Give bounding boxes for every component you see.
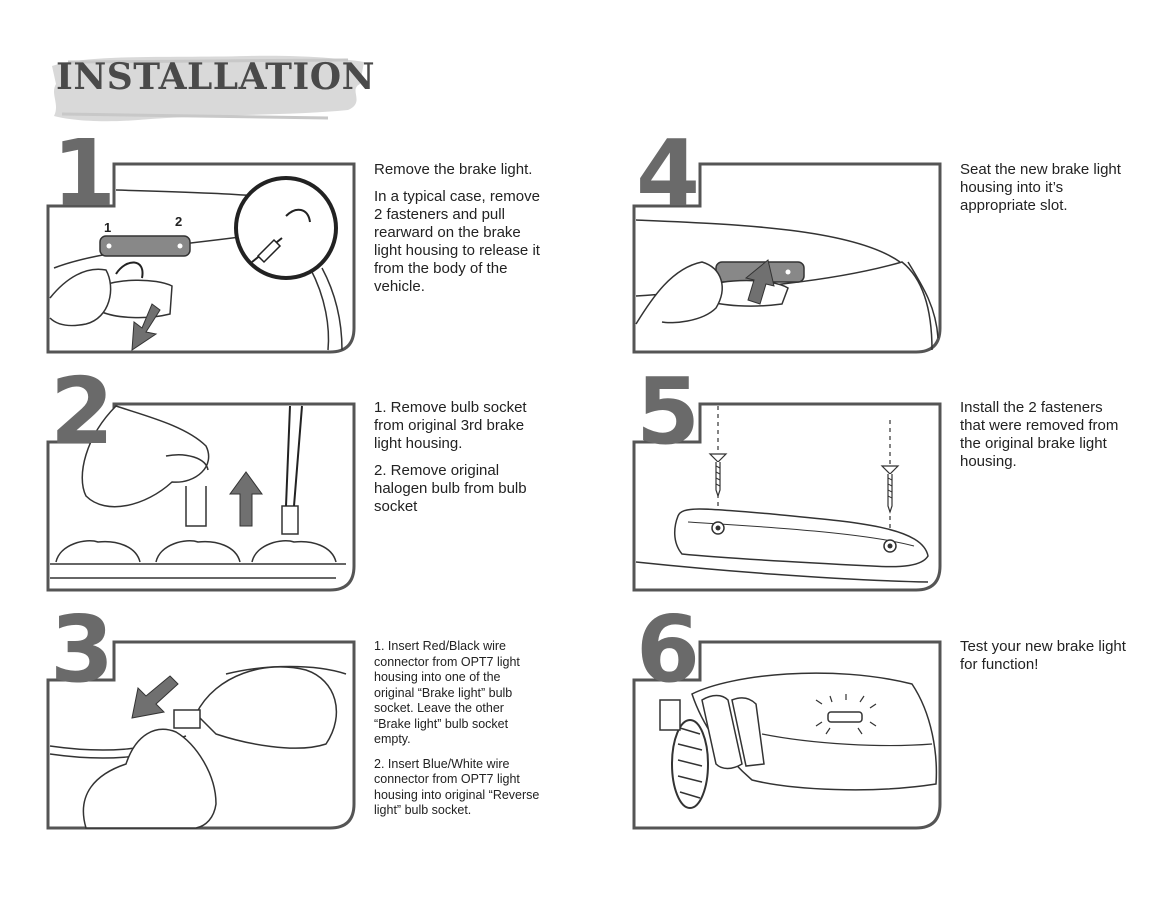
step-3-text: 1. Insert Red/Black wire connector from …: [374, 639, 542, 828]
step-5-frame: [632, 402, 942, 592]
step-4-illustration: 4: [632, 128, 942, 356]
step-2-text: 1. Remove bulb socket from original 3rd …: [374, 399, 549, 525]
step-4-frame: [632, 162, 942, 354]
step-3-illustration: 3: [46, 604, 356, 832]
step-1-illustration: 1 2 1: [46, 128, 356, 356]
step-4-paragraph: Seat the new brake light housing into it…: [960, 161, 1121, 214]
step-6-illustration: 6: [632, 604, 942, 832]
step-3-frame: [46, 640, 356, 830]
step-4-number: 4: [636, 120, 701, 227]
step-6-number: 6: [636, 596, 701, 703]
page-title: INSTALLATION: [56, 56, 375, 98]
step-1-frame: [46, 162, 356, 354]
title-banner: INSTALLATION: [48, 44, 374, 126]
step-2-paragraph: 2. Remove original halogen bulb from bul…: [374, 462, 527, 515]
step-1-paragraph: In a typical case, remove 2 fasteners an…: [374, 188, 540, 295]
step-5-number: 5: [636, 358, 701, 465]
step-1-text: Remove the brake light. In a typical cas…: [374, 161, 549, 305]
step-5-text: Install the 2 fasteners that were remove…: [960, 399, 1130, 480]
fastener-callout-2: 2: [175, 214, 183, 229]
step-3-paragraph: 2. Insert Blue/White wire connector from…: [374, 756, 540, 818]
step-2-number: 2: [50, 358, 115, 465]
step-2-frame: [46, 402, 356, 592]
step-4-text: Seat the new brake light housing into it…: [960, 161, 1130, 224]
step-2-paragraph: 1. Remove bulb socket from original 3rd …: [374, 399, 527, 452]
step-5-paragraph: Install the 2 fasteners that were remove…: [960, 399, 1119, 470]
step-5-illustration: 5: [632, 366, 942, 594]
step-3-number: 3: [50, 596, 115, 703]
step-6-paragraph: Test your new brake light for function!: [960, 638, 1126, 673]
step-3-paragraph: 1. Insert Red/Black wire connector from …: [374, 639, 520, 746]
step-1-paragraph: Remove the brake light.: [374, 161, 533, 178]
step-6-text: Test your new brake light for function!: [960, 638, 1130, 683]
step-2-illustration: 2: [46, 366, 356, 594]
step-1-number: 1: [52, 120, 117, 227]
brush-stroke-background: [52, 55, 364, 122]
fastener-callout-1: 1: [104, 220, 112, 235]
step-6-frame: [632, 640, 942, 830]
